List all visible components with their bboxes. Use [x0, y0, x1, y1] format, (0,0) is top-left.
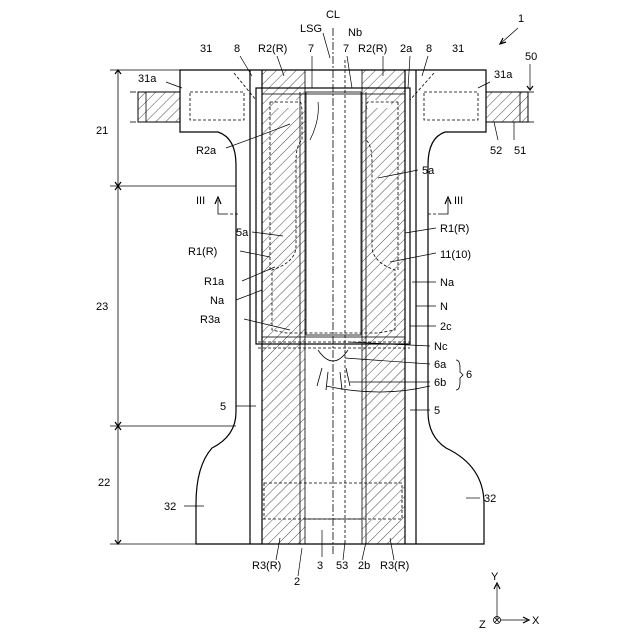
label-r3a: R3a: [200, 314, 221, 326]
label-32-right: 32: [484, 493, 496, 505]
axis-label-z: Z: [479, 619, 486, 631]
figure-number: 1: [518, 13, 524, 25]
label-cl: CL: [326, 9, 340, 21]
label-5-left: 5: [220, 401, 226, 413]
label-iii-right: III: [454, 195, 463, 207]
leak-guard-center: [306, 92, 361, 335]
label-r3r-left: R3(R): [252, 560, 281, 572]
label-na-left: Na: [210, 295, 225, 307]
label-8-left: 8: [234, 43, 240, 55]
label-52: 52: [490, 145, 502, 157]
label-iii-left: III: [196, 195, 205, 207]
label-31a-left: 31a: [138, 73, 157, 85]
hatch-right-strip: [362, 70, 405, 544]
label-2c: 2c: [440, 321, 452, 333]
label-6a: 6a: [434, 359, 447, 371]
label-r1a: R1a: [204, 276, 225, 288]
label-r2r-left: R2(R): [258, 43, 287, 55]
label-21: 21: [96, 125, 108, 137]
label-6b: 6b: [434, 377, 446, 389]
label-51: 51: [514, 145, 526, 157]
label-31a-right: 31a: [494, 69, 513, 81]
label-lsg: LSG: [300, 23, 322, 35]
label-2a: 2a: [400, 43, 413, 55]
label-31-left: 31: [200, 43, 212, 55]
label-7-left: 7: [308, 43, 314, 55]
label-53: 53: [336, 560, 348, 572]
label-5a-upper: 5a: [422, 165, 435, 177]
label-7-right: 7: [343, 43, 349, 55]
fastening-tape-right: [486, 92, 528, 122]
axis-label-x: X: [532, 615, 540, 627]
label-2b: 2b: [358, 560, 370, 572]
label-32-left: 32: [164, 501, 176, 513]
label-na-right: Na: [440, 277, 455, 289]
label-11-10: 11(10): [440, 249, 471, 261]
hatch-left-strip: [262, 70, 305, 544]
label-n: N: [440, 301, 448, 313]
label-8-right: 8: [426, 43, 432, 55]
label-3: 3: [317, 560, 323, 572]
label-r2a: R2a: [196, 145, 217, 157]
label-r1r-right: R1(R): [440, 223, 469, 235]
label-2: 2: [294, 576, 300, 588]
axis-label-y: Y: [491, 571, 499, 583]
label-31-right: 31: [452, 43, 464, 55]
fastening-tape-left: [138, 92, 180, 122]
label-23: 23: [96, 301, 108, 313]
label-5-right: 5: [434, 405, 440, 417]
label-r3r-right: R3(R): [380, 560, 409, 572]
label-22: 22: [98, 477, 110, 489]
label-r2r-right: R2(R): [358, 43, 387, 55]
label-nb: Nb: [348, 27, 362, 39]
label-50: 50: [525, 51, 537, 63]
label-nc: Nc: [434, 341, 448, 353]
label-5a-left: 5a: [236, 227, 249, 239]
label-r1r-left: R1(R): [188, 246, 217, 258]
label-6: 6: [466, 369, 472, 381]
